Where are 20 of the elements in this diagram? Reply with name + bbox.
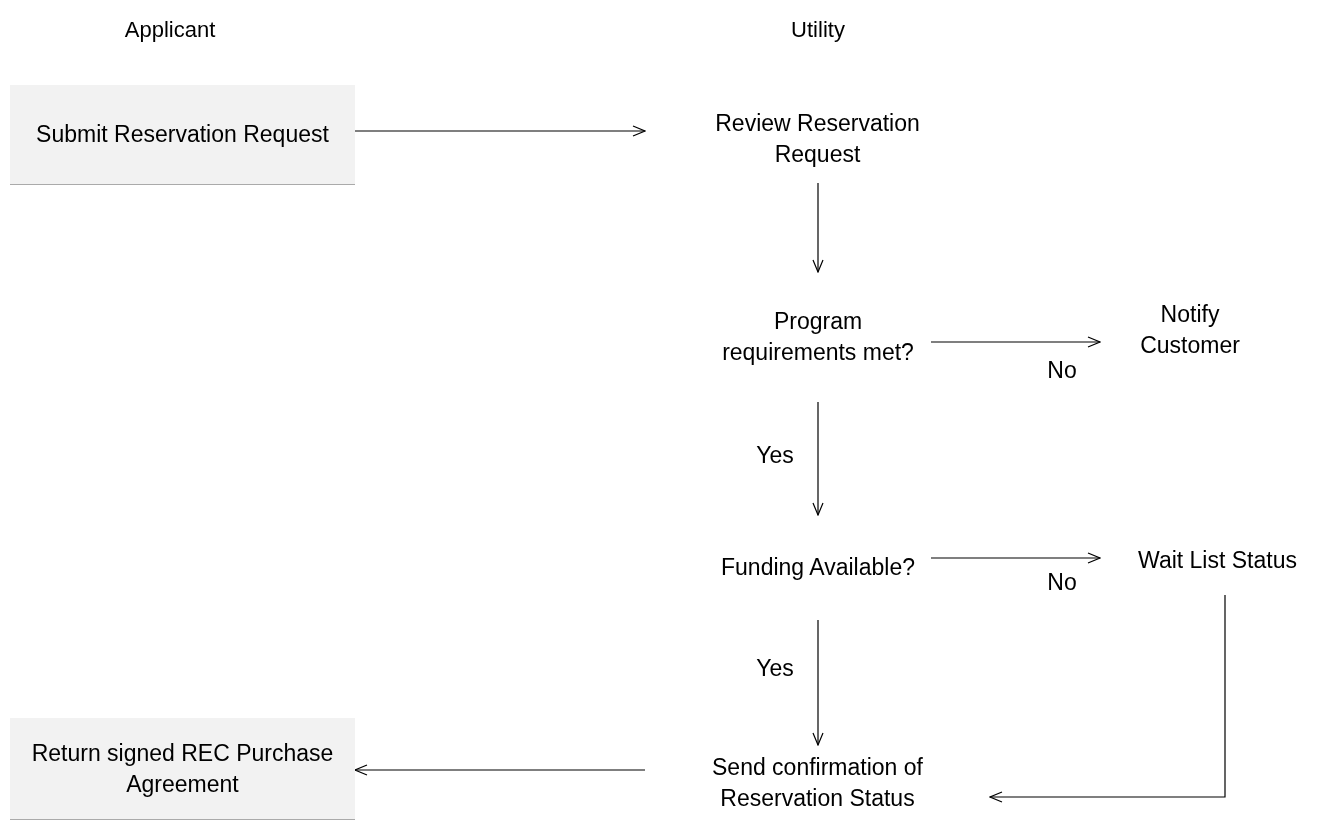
step-text: Program requirements met? xyxy=(721,307,915,367)
arrow xyxy=(354,764,646,776)
step-text: Funding Available? xyxy=(721,553,915,582)
step-box xyxy=(10,718,355,820)
arrow xyxy=(930,552,1101,564)
step-text: Review Reservation Request xyxy=(714,109,921,169)
arrow xyxy=(989,594,1226,803)
step-text: Return signed REC Purchase Agreement xyxy=(30,738,335,799)
lane-heading: Utility xyxy=(791,16,845,44)
step-text: Send confirmation of Reservation Status xyxy=(711,752,924,813)
step-text: Submit Reservation Request xyxy=(36,120,329,149)
arrow xyxy=(354,125,646,137)
arrow xyxy=(812,401,824,516)
step-text: Wait List Status xyxy=(1138,545,1297,575)
arrow xyxy=(930,336,1101,348)
step-text: Notify Customer xyxy=(1139,300,1241,360)
lane-heading: Applicant xyxy=(124,16,216,44)
arrow xyxy=(812,182,824,273)
step-box xyxy=(10,85,355,185)
arrow xyxy=(812,619,824,746)
